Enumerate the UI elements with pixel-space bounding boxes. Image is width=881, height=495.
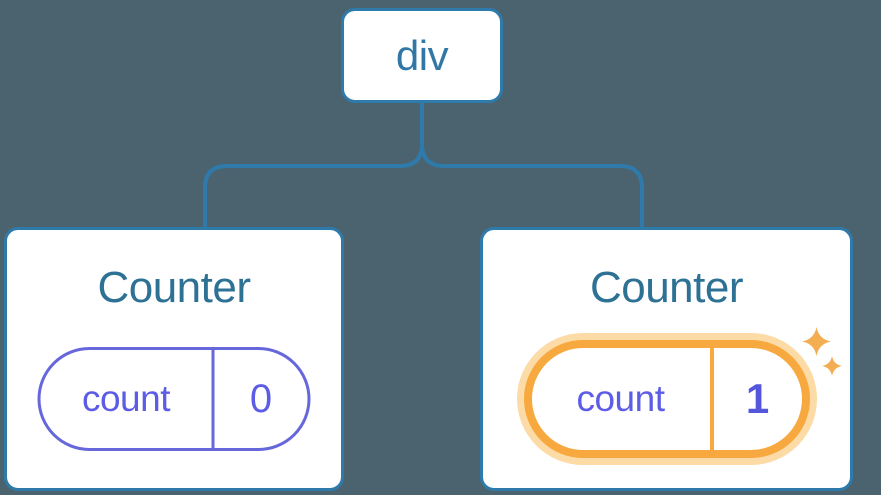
state-key-label: count	[81, 378, 171, 419]
state-value-label: 0	[249, 376, 273, 421]
state-pill-left: count 0	[37, 347, 311, 451]
counter-card-left-title: Counter	[97, 263, 251, 312]
connector-left-branch	[203, 103, 424, 228]
state-pill-right-value-segment: 1	[714, 348, 802, 450]
tree-node-div-label: div	[395, 31, 449, 79]
state-key-label: count	[576, 378, 665, 419]
counter-card-left: Counter count 0	[4, 227, 344, 491]
counter-card-right: Counter count 1	[480, 227, 853, 491]
tree-node-div: div	[341, 8, 503, 103]
state-pill-right-key-segment: count	[532, 348, 714, 450]
state-value-label: 1	[745, 375, 770, 422]
sparkle-icon-small	[822, 356, 842, 376]
state-pill-left-key-segment: count	[41, 350, 215, 448]
state-pill-right-highlighted: count 1	[523, 340, 810, 458]
state-pill-left-value-segment: 0	[215, 350, 308, 448]
connector-right-branch	[420, 103, 644, 228]
sparkle-icon-large	[802, 327, 831, 356]
counter-card-right-title: Counter	[589, 263, 744, 312]
